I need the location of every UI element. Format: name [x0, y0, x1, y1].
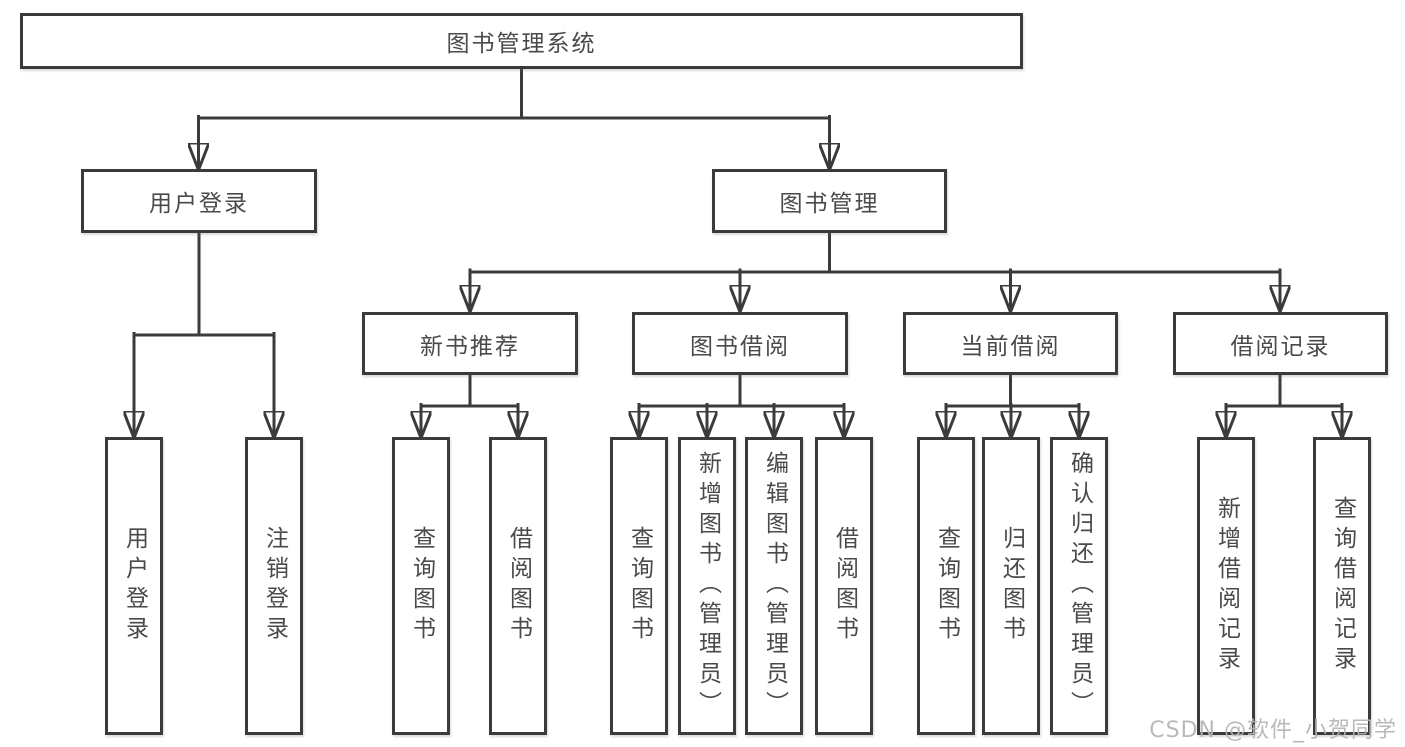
connector-current-borrow-subtree — [946, 372, 1079, 436]
connector-new-book-recommend-subtree — [421, 372, 518, 436]
leaf-bb-add-books-admin: 新增图书（管理员） — [678, 437, 736, 735]
connector-book-management-to-level3 — [470, 230, 1280, 310]
node-current-borrow: 当前借阅 — [903, 312, 1118, 375]
leaf-cb-confirm-return-admin: 确认归还（管理员） — [1050, 437, 1108, 735]
node-user-login: 用户登录 — [81, 169, 317, 233]
leaf-bb-query-books: 查询图书 — [610, 437, 668, 735]
leaf-logout: 注销登录 — [245, 437, 303, 735]
leaf-bb-edit-books-admin: 编辑图书（管理员） — [745, 437, 803, 735]
leaf-br-query-record: 查询借阅记录 — [1313, 437, 1371, 735]
leaf-nb-borrow-books: 借阅图书 — [489, 437, 547, 735]
connector-user-login-subtree — [134, 230, 274, 436]
leaf-br-add-record: 新增借阅记录 — [1197, 437, 1255, 735]
leaf-cb-return-books: 归还图书 — [982, 437, 1040, 735]
node-library-system: 图书管理系统 — [20, 13, 1023, 69]
leaf-nb-query-books: 查询图书 — [392, 437, 450, 735]
connector-root-to-level2 — [199, 64, 830, 168]
node-borrow-records: 借阅记录 — [1173, 312, 1388, 375]
leaf-cb-query-books: 查询图书 — [917, 437, 975, 735]
node-book-management: 图书管理 — [712, 169, 947, 233]
node-new-book-recommend: 新书推荐 — [362, 312, 578, 375]
connector-book-borrow-subtree — [639, 372, 844, 436]
leaf-user-login: 用户登录 — [105, 437, 163, 735]
leaf-bb-borrow-books: 借阅图书 — [815, 437, 873, 735]
connector-borrow-records-subtree — [1226, 372, 1342, 436]
watermark: CSDN @软件_小贺同学 — [1149, 718, 1397, 743]
node-book-borrow: 图书借阅 — [632, 312, 848, 375]
